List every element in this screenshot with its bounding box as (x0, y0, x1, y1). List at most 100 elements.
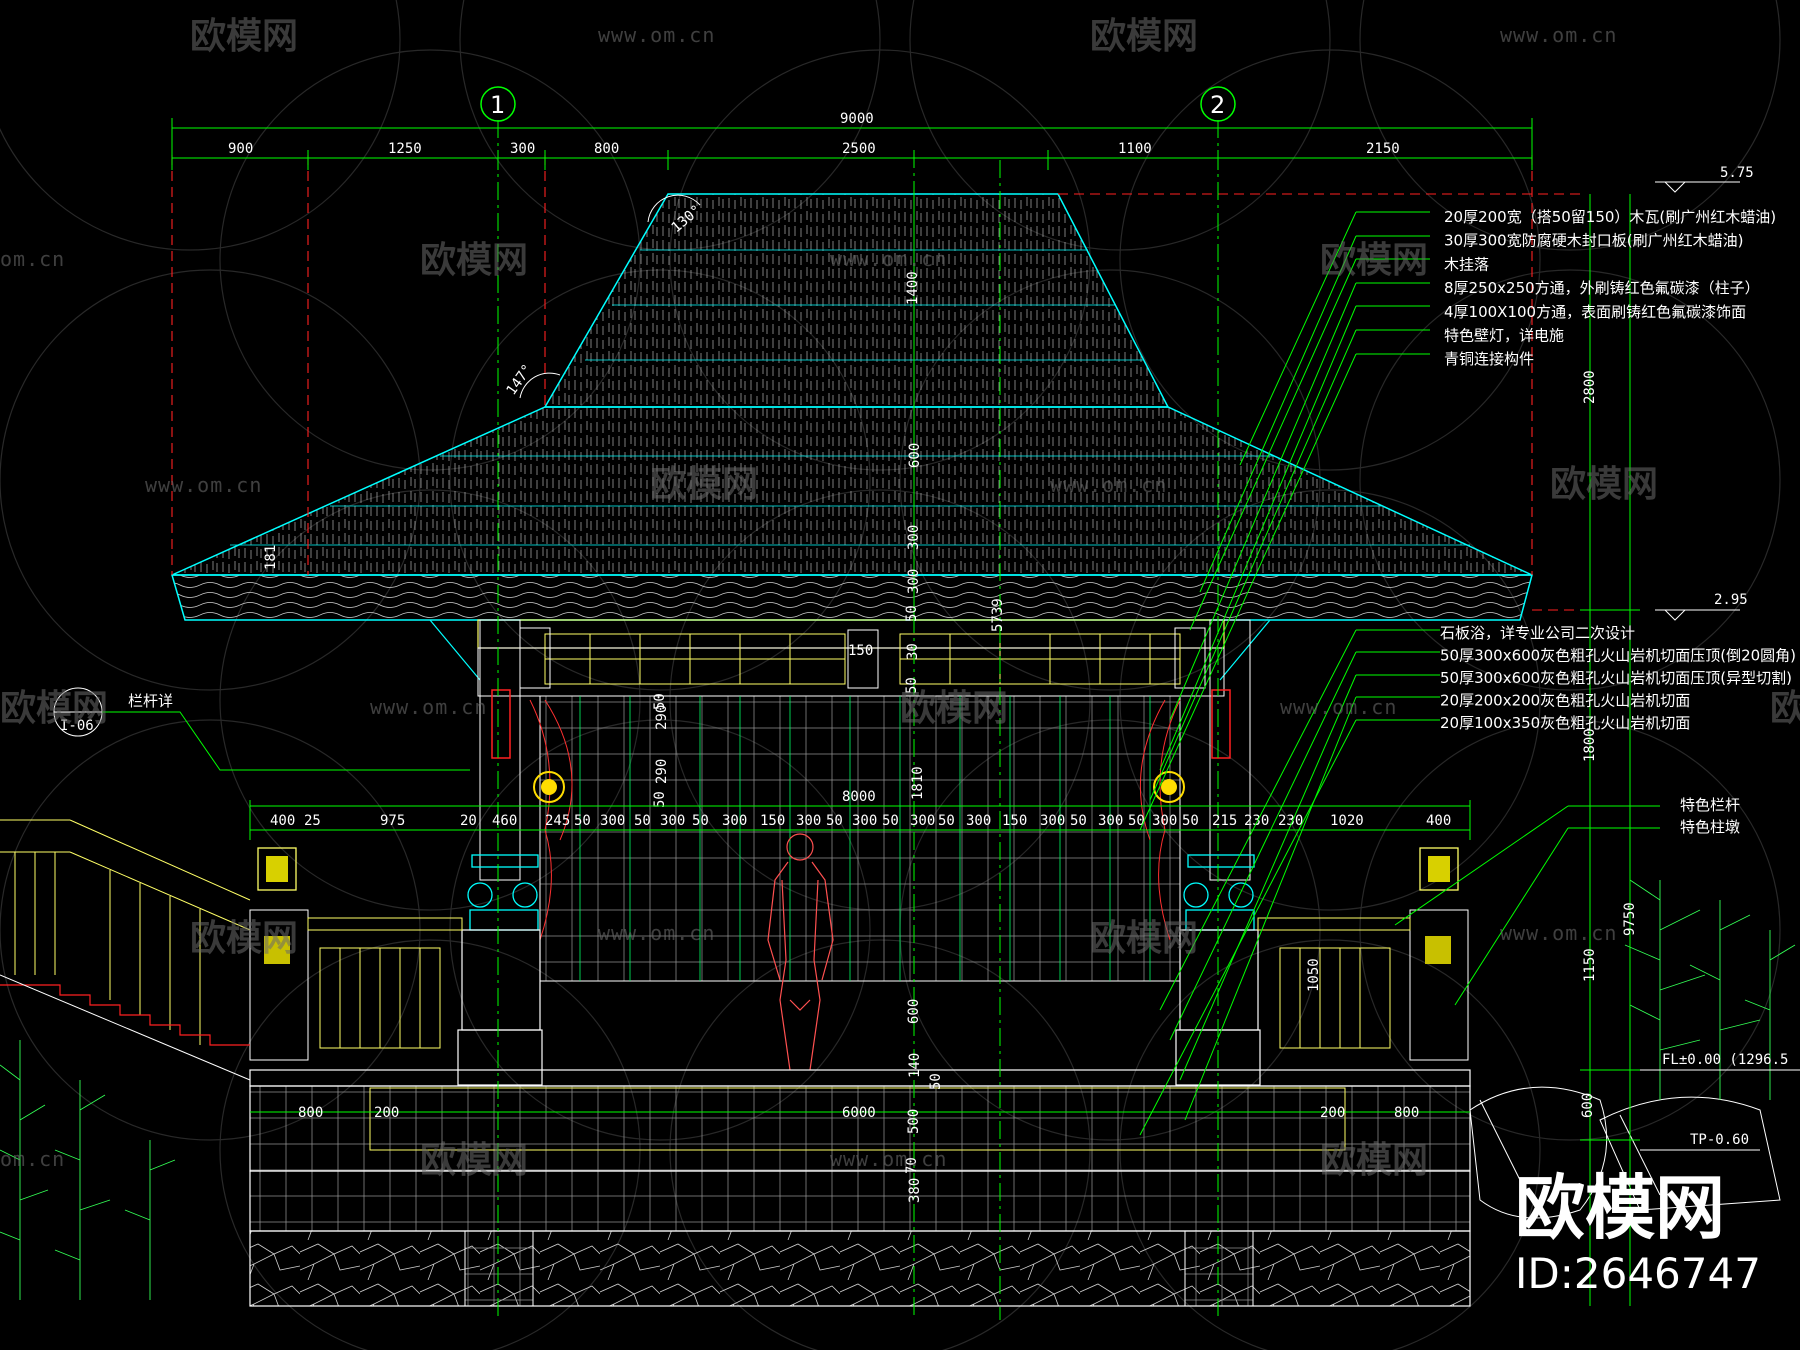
dim-v300b: 300 (906, 569, 922, 594)
right-dim-9750: 9750 (1622, 902, 1638, 936)
wmurl-8: www.om.cn (1280, 695, 1397, 719)
mid-dim-seg-4: 20 (460, 813, 477, 829)
stair-steps (0, 984, 250, 1046)
corner-brand-title: 欧模网 (1515, 1167, 1725, 1249)
base-dim-1: 800 (298, 1105, 323, 1121)
mid-dim-seg-5: 460 (492, 813, 517, 829)
mid-dim-seg-22: 300 (1040, 813, 1065, 829)
mid-dim-seg-13: 150 (760, 813, 785, 829)
wmurl-9: www.om.cn (598, 921, 715, 945)
mid-dim-seg-9: 50 (634, 813, 651, 829)
dim-v300a: 300 (906, 525, 922, 550)
wmurl-3: om.cn (0, 247, 65, 271)
mid-dim-seg-6: 245 (545, 813, 570, 829)
mid-dim-seg-16: 300 (852, 813, 877, 829)
mid-dim-seg-17: 50 (882, 813, 899, 829)
red-reference-lines (171, 155, 1580, 611)
upper-note-5: 4厚100X100方通，表面刷铸红色氟碳漆饰面 (1444, 303, 1746, 321)
right-dim-600: 600 (1580, 1093, 1596, 1118)
mid-dim-seg-3: 975 (380, 813, 405, 829)
wall-lamp-left (533, 771, 565, 803)
screen-dim-50d: 50 (652, 791, 668, 808)
top-dim-seg-4: 800 (594, 141, 619, 157)
screen-dim-50b: 50 (904, 677, 920, 694)
wmurl-7: www.om.cn (370, 695, 487, 719)
base-dim-v600: 600 (906, 999, 922, 1024)
mid-dim-seg-32: 400 (1426, 813, 1451, 829)
watermark-layer: 欧模网 欧模网 欧模网 欧模网 欧模网 欧模网 欧模网 欧模网 欧模网 欧模网 … (0, 16, 1800, 1181)
top-dim-seg-1: 900 (228, 141, 253, 157)
screen-dim-30: 30 (905, 643, 921, 660)
mid-dim-seg-15: 50 (826, 813, 843, 829)
top-dim-seg-5: 2500 (842, 141, 876, 157)
top-dim-seg-2: 1250 (388, 141, 422, 157)
level-top: 5.75 (1720, 165, 1754, 181)
base-dim-v50: 50 (928, 1073, 944, 1090)
axis-bubble-1 (480, 86, 516, 122)
wmurl-5: www.om.cn (145, 473, 262, 497)
right-dimension-lines (1580, 194, 1640, 1306)
mid-dim-seg-8: 300 (600, 813, 625, 829)
lower-material-notes: 石板浴，详专业公司二次设计50厚300x600灰色粗孔火山岩机切面压顶(倒20圆… (1440, 624, 1796, 732)
mid-dim-overall: 8000 (842, 789, 876, 805)
stair-railing (0, 819, 251, 1045)
top-dim-overall: 9000 (840, 111, 874, 127)
wm-1: 欧模网 (190, 16, 298, 57)
base-dim-5: 800 (1394, 1105, 1419, 1121)
mid-dim-seg-25: 50 (1128, 813, 1145, 829)
screen-dim-290b: 290 (654, 759, 670, 784)
pavilion-beam (477, 619, 1225, 697)
mid-dim-seg-29: 230 (1244, 813, 1269, 829)
wmurl-6: www.om.cn (1050, 473, 1167, 497)
wm-8: 欧模网 (900, 688, 1008, 729)
screen-dim-50c: 50 (652, 693, 668, 710)
mid-dim-seg-7: 50 (574, 813, 591, 829)
level-ground: TP-0.60 (1690, 1132, 1749, 1148)
railing-left (307, 917, 463, 1049)
wm-12: 欧模网 (420, 1140, 528, 1181)
roof-angle-marks (519, 194, 701, 399)
base-dim-v70: 70 (904, 1157, 920, 1174)
mid-dim-seg-18: 300 (910, 813, 935, 829)
mid-dim-seg-27: 50 (1182, 813, 1199, 829)
rail-note-1: 特色栏杆 (1680, 796, 1740, 814)
wmurl-4: www.om.cn (830, 247, 947, 271)
mid-dim-seg-31: 1020 (1330, 813, 1364, 829)
base-dim-4: 200 (1320, 1105, 1345, 1121)
wm-3: 欧模网 (420, 240, 528, 281)
mid-dimension-lines (249, 800, 1471, 840)
pavilion-columns (479, 619, 1251, 881)
detail-callout-code: I-06 (60, 718, 94, 734)
plants-left (0, 1040, 176, 1300)
wm-2: 欧模网 (1090, 16, 1198, 57)
mid-dim-seg-1: 400 (270, 813, 295, 829)
side-pillars (249, 847, 1469, 1061)
wmurl-12: www.om.cn (830, 1147, 947, 1171)
mid-dim-seg-12: 300 (722, 813, 747, 829)
axis-label-1: 1 (490, 91, 505, 119)
base-dim-3: 6000 (842, 1105, 876, 1121)
mid-dim-seg-21: 150 (1002, 813, 1027, 829)
detail-callout-label: 栏杆详 (128, 692, 173, 710)
level-eave: 2.95 (1714, 592, 1748, 608)
mid-dim-seg-2: 25 (304, 813, 321, 829)
wmurl-10: www.om.cn (1500, 921, 1617, 945)
dim-v50: 50 (904, 605, 920, 622)
mid-dim-seg-28: 215 (1212, 813, 1237, 829)
railing-right (1257, 917, 1411, 1049)
top-dim-seg-6: 1100 (1118, 141, 1152, 157)
mid-dim-seg-14: 300 (796, 813, 821, 829)
stair-base-line (0, 974, 251, 1081)
pavilion-roof (171, 193, 1533, 681)
lower-note-2: 50厚300x600灰色粗孔火山岩机切面压顶(倒20圆角) (1440, 647, 1796, 665)
screen-dim-290a: 290 (654, 705, 670, 730)
mid-dim-seg-20: 300 (966, 813, 991, 829)
level-markers (1640, 181, 1800, 1151)
upper-note-1: 20厚200宽（搭50留150）木瓦(刷广州红木蜡油) (1444, 208, 1776, 226)
leader-lines (1139, 211, 1660, 1136)
wm-10: 欧模网 (190, 918, 298, 959)
wm-7: 欧模网 (0, 688, 108, 729)
base-dim-v380: 380 (907, 1178, 923, 1203)
